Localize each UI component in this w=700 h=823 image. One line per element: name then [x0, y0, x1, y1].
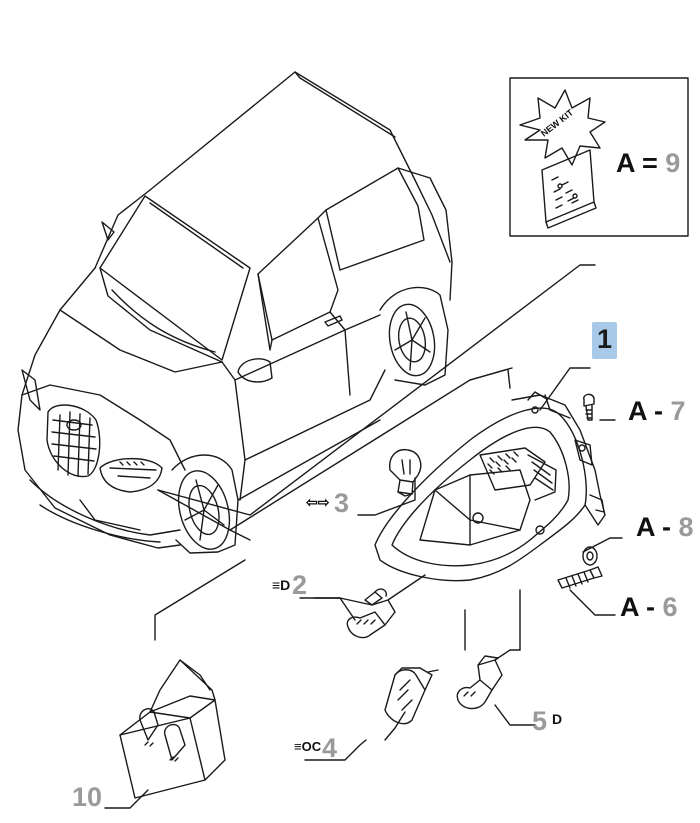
callout-part-5[interactable]: 5	[532, 706, 548, 736]
callout-part-1[interactable]: 1	[592, 322, 618, 359]
screw	[583, 393, 595, 421]
low-beam-bulb	[346, 588, 396, 639]
position-light-symbol-icon: ≡OC	[294, 739, 322, 754]
callout-a-7[interactable]: A - 7	[628, 398, 686, 425]
callout-a-6-number: 6	[662, 592, 678, 622]
callout-a-9[interactable]: A = 9	[616, 150, 680, 177]
explode-guide-lines	[154, 264, 596, 651]
high-beam-bulb	[456, 655, 503, 710]
callout-a-7-number: 7	[670, 396, 686, 426]
callout-a-7-letter: A -	[628, 396, 663, 426]
high-beam-symbol-icon: D	[552, 711, 563, 727]
turn-signal-bulb	[389, 448, 422, 497]
callout-a-6-letter: A -	[620, 592, 655, 622]
turn-signal-symbol-icon: ⇦⇨	[306, 494, 330, 510]
low-beam-symbol-icon: ≡D	[272, 577, 291, 593]
callout-a-6[interactable]: A - 6	[620, 594, 678, 621]
callout-a-9-letter: A =	[616, 148, 658, 178]
new-kit-starburst	[519, 89, 606, 166]
position-bulb	[384, 667, 439, 725]
callout-a-8[interactable]: A - 8	[636, 514, 694, 541]
washer	[582, 546, 598, 566]
bulb-kit-box	[119, 659, 226, 799]
callout-a-8-number: 8	[678, 512, 694, 542]
callout-part-10[interactable]: 10	[72, 782, 103, 812]
new-kit-inset	[509, 77, 689, 237]
car-illustration	[17, 71, 453, 554]
callout-part-2[interactable]: 2	[292, 570, 308, 600]
callout-a-9-number: 9	[665, 148, 681, 178]
callout-part-4[interactable]: 4	[322, 733, 338, 763]
headlamp-assembly	[374, 391, 606, 582]
callout-part-3[interactable]: 3	[334, 488, 350, 518]
leader-lines	[104, 367, 623, 809]
callout-a-8-letter: A -	[636, 512, 671, 542]
callout-part-1-label: 1	[597, 324, 613, 354]
bolt	[557, 566, 603, 589]
